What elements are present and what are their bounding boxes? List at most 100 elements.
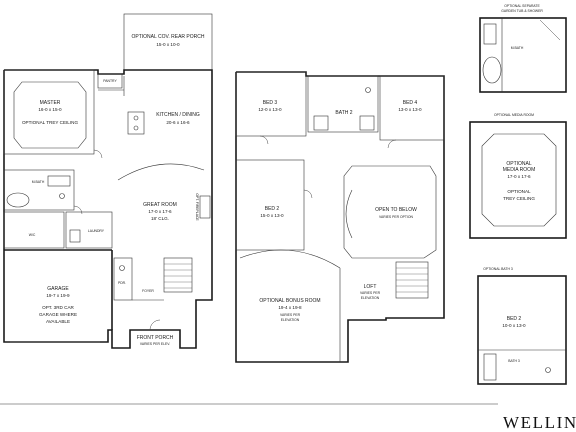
open-below-name: OPEN TO BELOW <box>375 207 417 213</box>
first-floor-plan: OPTIONAL COV. REAR PORCH 15-0 x 10-0 PAN… <box>3 13 213 349</box>
second-floor-stairs <box>395 261 429 299</box>
bath3-tub <box>483 353 497 381</box>
kitchen-sink-icon <box>133 115 139 121</box>
door-swing <box>149 319 161 331</box>
first-floor-exterior-wall <box>3 69 213 349</box>
garage-size: 19-7 x 19-9 <box>46 293 70 298</box>
bath3-bed-name: BED 2 <box>507 316 522 322</box>
rear-porch-name: OPTIONAL COV. REAR PORCH <box>132 34 205 40</box>
bed2-walls <box>235 159 305 251</box>
bonus-room-size: 19-4 x 19-8 <box>278 305 302 310</box>
door-swing <box>73 205 83 215</box>
bath2-tub <box>313 115 329 131</box>
open-to-below-arch <box>345 189 353 239</box>
garage-name: GARAGE <box>47 286 69 292</box>
pdr-name: PDR. <box>118 281 126 285</box>
media-room-trey <box>481 133 557 227</box>
garden-tub-frame <box>479 17 567 93</box>
master-bedroom-walls <box>3 69 95 155</box>
kitchen-island <box>127 111 145 135</box>
bath3-toilet-icon <box>545 367 551 373</box>
rear-porch-size: 15-0 x 10-0 <box>156 42 180 47</box>
garden-tub-icon-option <box>482 56 502 84</box>
door-swing <box>259 135 269 145</box>
garden-tub-shower <box>483 23 497 45</box>
powder-room-walls <box>113 257 133 301</box>
laundry-name: LAUNDRY <box>88 229 105 233</box>
media-room-size: 17-0 x 17-6 <box>507 174 531 179</box>
option-garden-tub: OPTIONAL SEPARATE GARDEN TUB & SHOWER M.… <box>479 4 567 93</box>
kitchen-sink-icon-2 <box>133 125 139 131</box>
bonus-room-name: OPTIONAL BONUS ROOM <box>259 298 320 304</box>
bath3-bed-size: 10-0 x 13-0 <box>502 323 526 328</box>
bed4-name: BED 4 <box>403 100 418 106</box>
great-room-note: 18' CLG. <box>151 216 169 221</box>
kitchen-size: 20-6 x 16-6 <box>166 120 190 125</box>
option-media-room: OPTIONAL MEDIA ROOM OPTIONAL MEDIA ROOM … <box>469 113 567 239</box>
garden-tub-title-2: GARDEN TUB & SHOWER <box>501 9 543 13</box>
media-room-note-1: OPTIONAL <box>507 189 531 194</box>
wic-name: W/C <box>29 233 36 237</box>
master-note: OPTIONAL TREY CEILING <box>22 120 79 125</box>
bed3-name: BED 3 <box>263 100 278 106</box>
bath2-toilet-icon <box>365 87 371 93</box>
great-room-size: 17-0 x 17-6 <box>148 209 172 214</box>
garden-tub-icon <box>6 192 30 208</box>
bath3-title: OPTIONAL BATH 3 <box>483 267 513 271</box>
garage-note-1: OPT. 3RD CAR <box>42 305 74 310</box>
powder-toilet-icon <box>119 265 125 271</box>
second-floor-plan: BED 3 12-0 x 13-0 BATH 2 BED 4 13-0 x 13… <box>235 71 445 363</box>
toilet-icon <box>59 193 65 199</box>
pantry-walls <box>97 73 123 89</box>
master-bath-name: M.BATH <box>32 180 45 184</box>
loft-note-2: ELEVATION <box>361 296 380 300</box>
foyer-name: FOYER <box>142 289 154 293</box>
bed4-walls <box>379 75 445 141</box>
bed3-walls <box>235 71 307 137</box>
master-bath-walls <box>3 169 75 211</box>
garage-note-2: GARAGE WHERE <box>39 312 77 317</box>
master-size: 16-0 x 15-0 <box>38 107 62 112</box>
bath3-name: BATH 3 <box>508 359 520 363</box>
bed3-size: 12-0 x 13-0 <box>258 107 282 112</box>
garden-tub-diagonal <box>539 19 561 41</box>
bed2-size: 15-0 x 13-0 <box>260 213 284 218</box>
door-swing <box>93 149 103 159</box>
open-below-note: VARIES PER OPTION <box>379 215 414 219</box>
great-room-arch <box>117 163 205 181</box>
loft-name: LOFT <box>364 284 377 290</box>
front-porch-name: FRONT PORCH <box>137 335 174 341</box>
media-room-name-2: MEDIA ROOM <box>503 167 536 173</box>
master-bath-vanity <box>47 175 71 187</box>
loft-note-1: VARIES PER <box>360 291 381 295</box>
master-name: MASTER <box>40 100 61 106</box>
kitchen-name: KITCHEN / DINING <box>156 112 200 118</box>
fireplace-box <box>199 195 211 219</box>
plan-title: WELLINGT <box>503 413 576 432</box>
laundry-machine <box>69 229 81 243</box>
media-room-frame <box>469 121 567 239</box>
bed4-size: 13-0 x 13-0 <box>398 107 422 112</box>
great-room-name: GREAT ROOM <box>143 202 177 208</box>
option-bath-3: OPTIONAL BATH 3 BED 2 10-0 x 13-0 BATH 3 <box>477 267 567 385</box>
fireplace-name: OPT. FIREPLACE <box>195 193 199 221</box>
door-swing <box>387 139 397 149</box>
pantry-name: PANTRY <box>103 79 117 83</box>
bath2-walls <box>307 75 379 133</box>
garage-note-3: AVAILABLE <box>46 319 70 324</box>
garden-tub-room: M.BATH <box>511 46 524 50</box>
garden-tub-title-1: OPTIONAL SEPARATE <box>504 4 540 8</box>
bath2-name: BATH 2 <box>335 110 352 116</box>
bonus-room-note-1: VARIES PER <box>280 313 301 317</box>
title-block: WELLINGT <box>0 403 576 432</box>
bonus-room-arch <box>239 249 341 269</box>
media-room-note-2: TREY CEILING <box>503 196 535 201</box>
open-to-below-outline <box>343 165 437 259</box>
bed2-name: BED 2 <box>265 206 280 212</box>
laundry-walls <box>65 211 113 249</box>
wic-walls <box>3 211 65 249</box>
media-room-name-1: OPTIONAL <box>506 161 532 167</box>
first-floor-stairs <box>163 257 193 293</box>
bath3-frame <box>477 275 567 385</box>
